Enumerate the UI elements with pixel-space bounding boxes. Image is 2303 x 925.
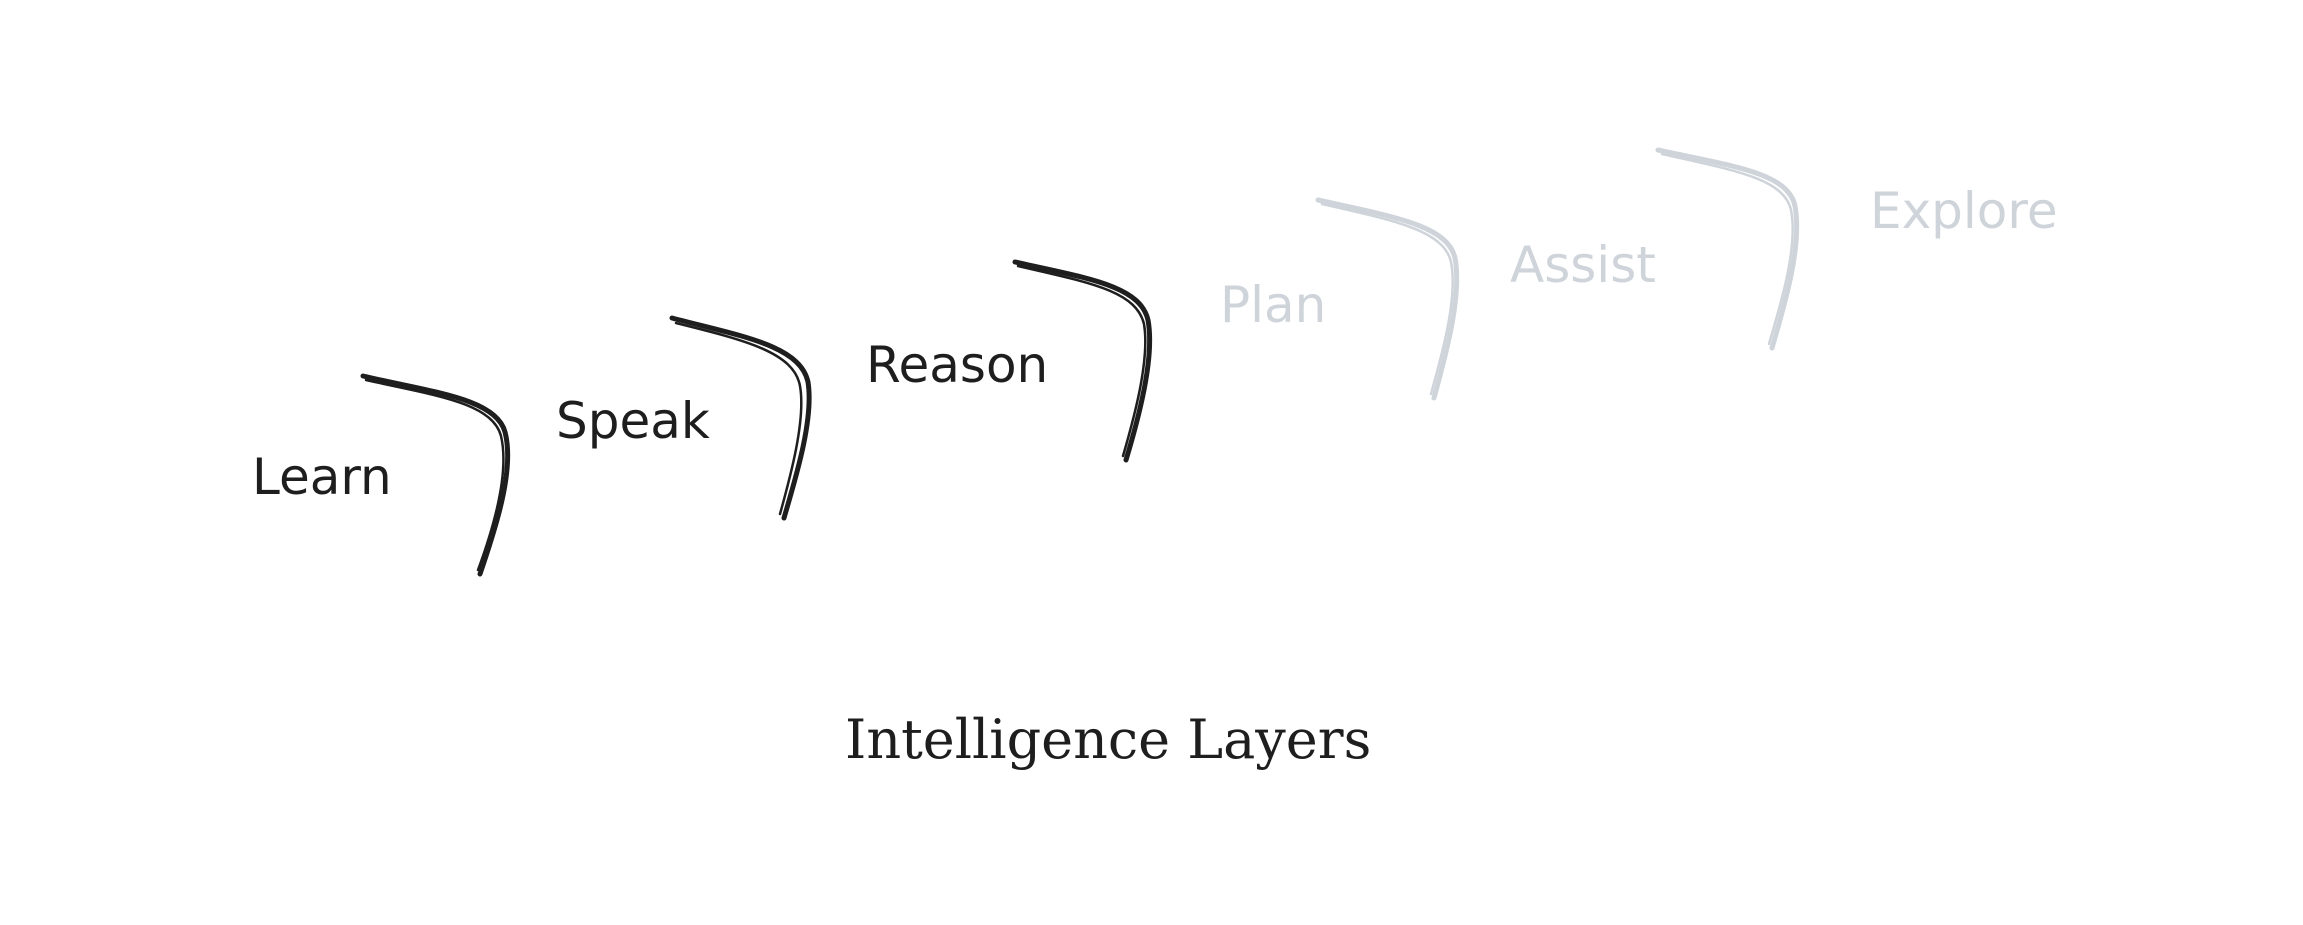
step-label-speak: Speak: [556, 392, 710, 450]
step-bracket-4: [1315, 197, 1460, 401]
diagram-title: Intelligence Layers: [845, 708, 1371, 771]
step-bracket-2: [669, 315, 812, 521]
step-label-plan: Plan: [1220, 276, 1326, 334]
step-bracket-1: [360, 373, 511, 577]
step-bracket-5: [1655, 147, 1800, 351]
step-label-learn: Learn: [252, 448, 392, 506]
step-label-assist: Assist: [1510, 236, 1656, 294]
step-label-reason: Reason: [866, 336, 1048, 394]
step-bracket-3: [1012, 259, 1153, 463]
step-label-explore: Explore: [1870, 182, 2058, 240]
